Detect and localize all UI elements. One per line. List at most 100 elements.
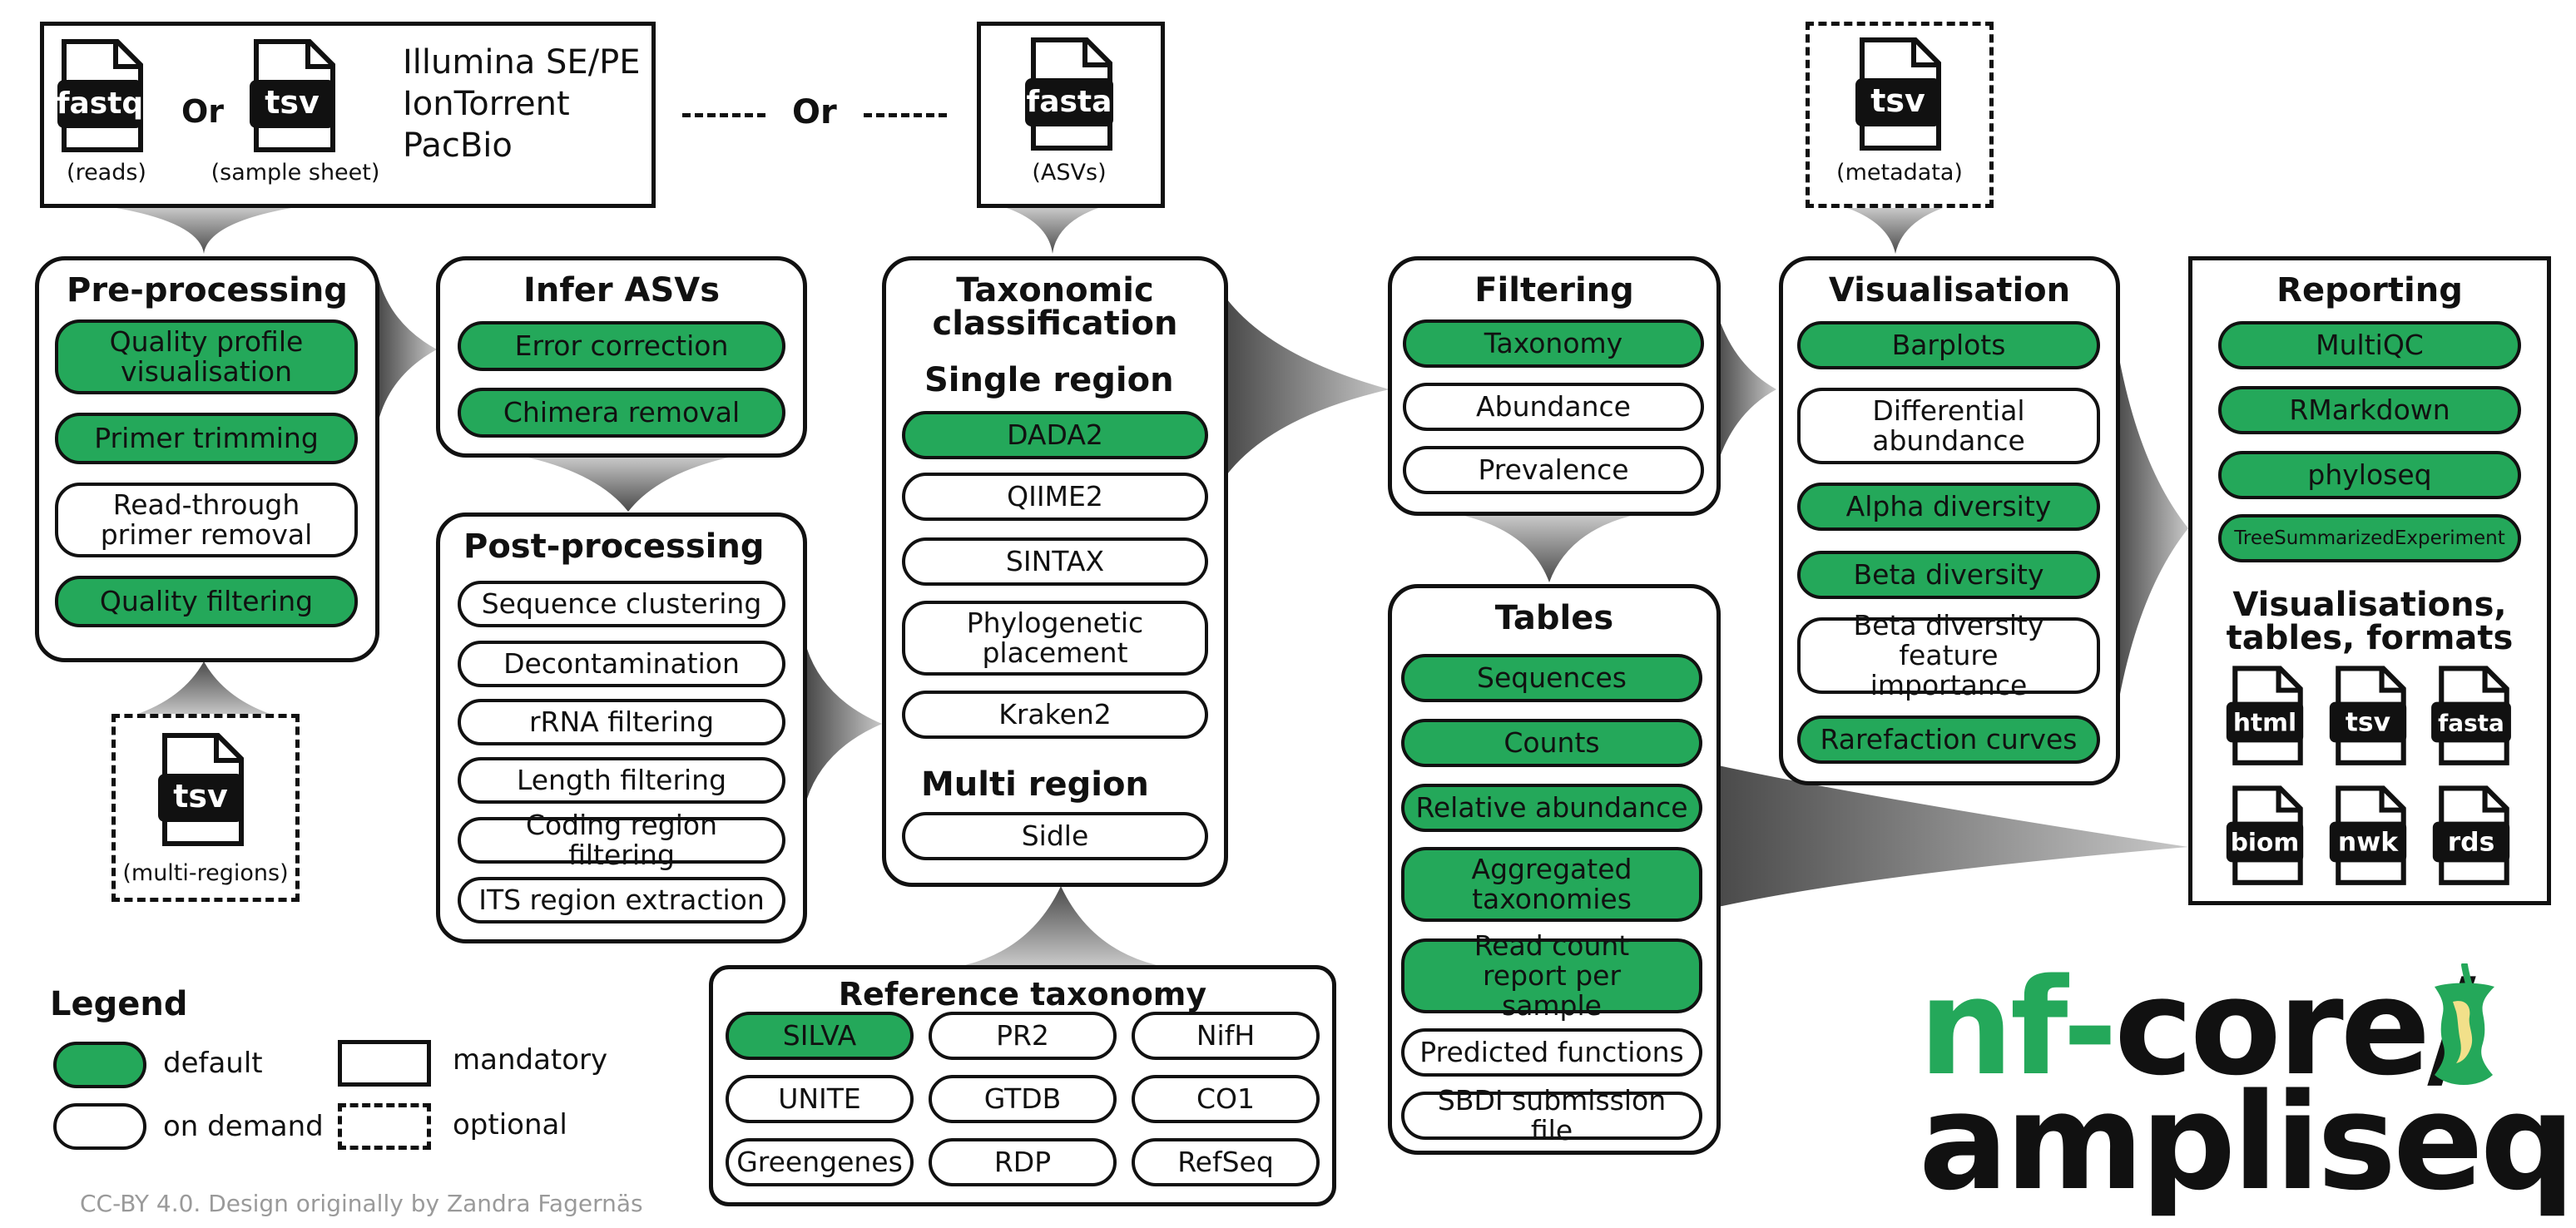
multi-region-heading: Multi region <box>921 765 1149 804</box>
visualisation-item-beta-feature-importance: Beta diversity feature importance <box>1797 611 2100 701</box>
brand-dash: - <box>2062 949 2118 1105</box>
brand-core: core/ <box>2114 949 2476 1105</box>
reference-item-gtdb: GTDB <box>929 1075 1117 1123</box>
platform-iontorrent: IonTorrent <box>403 85 570 123</box>
sample-sheet-file-icon: tsv <box>250 39 335 152</box>
reference-item-rdp: RDP <box>929 1138 1117 1186</box>
apple-core-logo-icon <box>2435 963 2494 1085</box>
connector-reference-taxonomic <box>965 886 1157 965</box>
visualisation-title: Visualisation <box>1828 271 2071 309</box>
infer-item-chimera-removal: Chimera removal <box>458 388 785 438</box>
connector-metadata-visualisation <box>1847 208 1943 254</box>
format-biom-label: biom <box>2231 828 2300 856</box>
legend-mandatory-swatch <box>338 1040 431 1087</box>
single-region-heading: Single region <box>924 361 1174 399</box>
formats-title-line1: Visualisations, <box>2232 586 2507 624</box>
fastq-file-icon: fastq <box>57 39 143 152</box>
connector-tables-reporting <box>1718 765 2188 907</box>
reference-taxonomy-title: Reference taxonomy <box>838 976 1207 1013</box>
postprocessing-item-sequence-clustering: Sequence clustering <box>458 581 785 627</box>
connector-visualisation-reporting <box>2118 349 2188 707</box>
legend-default-label: default <box>163 1047 263 1080</box>
preprocessing-item-primer-trimming: Primer trimming <box>55 413 358 464</box>
legend-on-demand-swatch <box>53 1103 146 1150</box>
connector-taxonomic-filtering <box>1227 300 1390 474</box>
taxonomic-title-line2: classification <box>932 305 1178 343</box>
reporting-item-treesummarizedexperiment: TreeSummarizedExperiment <box>2218 514 2521 562</box>
filtering-item-abundance: Abundance <box>1403 383 1704 431</box>
postprocessing-item-rrna-filtering: rRNA filtering <box>458 699 785 745</box>
taxonomic-item-sidle: Sidle <box>902 812 1208 860</box>
connector-preprocessing-infer <box>379 279 437 420</box>
metadata-caption: (metadata) <box>1836 160 1963 186</box>
tables-item-read-count-report: Read count report per sample <box>1401 931 1702 1021</box>
multiregion-caption: (multi-regions) <box>122 860 289 886</box>
format-nwk-label: nwk <box>2338 827 2399 857</box>
postprocessing-item-length-filtering: Length filtering <box>458 757 785 804</box>
multiregion-file-label: tsv <box>173 778 228 815</box>
preprocessing-title: Pre-processing <box>67 271 348 309</box>
legend-on-demand-label: on demand <box>163 1110 324 1143</box>
reference-item-pr2: PR2 <box>929 1012 1117 1060</box>
visualisation-item-rarefaction: Rarefaction curves <box>1797 716 2100 764</box>
reporting-item-multiqc: MultiQC <box>2218 321 2521 369</box>
brand-nf-core: nf-core/ <box>1919 957 2476 1098</box>
tables-item-counts: Counts <box>1401 719 1702 767</box>
connector-postprocessing-taxonomic <box>807 649 882 799</box>
fasta-file-icon: fasta <box>1025 37 1113 151</box>
format-rds-file-icon: rds <box>2432 785 2510 885</box>
or-big-label: Or <box>792 93 837 131</box>
or-small-label: Or <box>181 93 225 130</box>
fasta-file-label: fasta <box>1027 85 1112 119</box>
postprocessing-item-its-extraction: ITS region extraction <box>458 877 785 923</box>
visualisation-item-beta-diversity: Beta diversity <box>1797 551 2100 599</box>
credit-text: CC-BY 4.0. Design originally by Zandra F… <box>80 1190 643 1217</box>
visualisation-item-barplots: Barplots <box>1797 321 2100 369</box>
multiregion-file-icon: tsv <box>158 733 244 846</box>
fastq-caption: (reads) <box>67 160 146 186</box>
platform-illumina: Illumina SE/PE <box>403 43 641 82</box>
platform-pacbio: PacBio <box>403 126 513 165</box>
reporting-item-phyloseq: phyloseq <box>2218 451 2521 499</box>
taxonomic-item-qiime2: QIIME2 <box>902 473 1208 521</box>
preprocessing-item-quality-filtering: Quality filtering <box>55 576 358 627</box>
postprocessing-title: Post-processing <box>463 527 765 566</box>
tables-item-sequences: Sequences <box>1401 654 1702 702</box>
reference-item-nifh: NifH <box>1132 1012 1320 1060</box>
reference-item-unite: UNITE <box>726 1075 914 1123</box>
format-fasta-label: fasta <box>2438 709 2504 736</box>
visualisation-item-alpha-diversity: Alpha diversity <box>1797 483 2100 531</box>
brand-ampliseq: ampliseq <box>1919 1064 2575 1220</box>
connector-multiregion-preprocessing <box>133 661 275 716</box>
legend-title: Legend <box>50 985 188 1023</box>
or-dash-right <box>864 113 947 117</box>
tables-item-predicted-functions: Predicted functions <box>1401 1028 1702 1077</box>
filtering-title: Filtering <box>1474 271 1634 309</box>
connector-infer-postprocessing <box>528 458 728 512</box>
taxonomic-title-line1: Taxonomic <box>956 271 1154 309</box>
reference-item-refseq: RefSeq <box>1132 1138 1320 1186</box>
taxonomic-item-phylogenetic: Phylogenetic placement <box>902 601 1208 676</box>
postprocessing-item-decontamination: Decontamination <box>458 641 785 687</box>
format-nwk-file-icon: nwk <box>2329 785 2407 885</box>
connector-filtering-tables <box>1464 516 1631 582</box>
format-html-file-icon: html <box>2226 666 2304 765</box>
formats-title-line2: tables, formats <box>2226 619 2514 657</box>
format-html-label: html <box>2233 708 2296 736</box>
or-dash-left <box>682 113 765 117</box>
visualisation-item-differential-abundance: Differential abundance <box>1797 388 2100 464</box>
legend-mandatory-label: mandatory <box>453 1043 608 1077</box>
infer-item-error-correction: Error correction <box>458 321 785 371</box>
tables-item-relative-abundance: Relative abundance <box>1401 784 1702 832</box>
reference-item-co1: CO1 <box>1132 1075 1320 1123</box>
brand-nf: nf <box>1919 949 2066 1105</box>
format-fasta-file-icon: fasta <box>2431 666 2511 765</box>
infer-asvs-title: Infer ASVs <box>523 271 721 309</box>
connector-fasta-taxonomic <box>1007 208 1098 254</box>
metadata-file-label: tsv <box>1870 82 1925 119</box>
reporting-item-rmarkdown: RMarkdown <box>2218 386 2521 434</box>
format-rds-label: rds <box>2448 827 2495 857</box>
sample-sheet-caption: (sample sheet) <box>211 160 380 186</box>
